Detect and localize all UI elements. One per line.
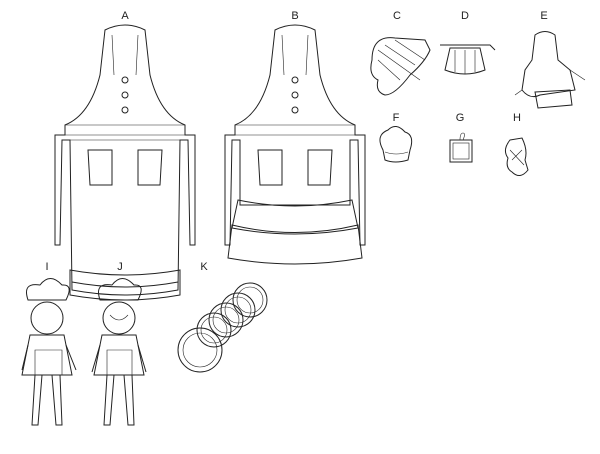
child-apron-e-drawing [514, 31, 586, 109]
oven-mitt-c-drawing [370, 37, 431, 96]
label-e: E [540, 10, 548, 22]
label-d: D [461, 10, 469, 22]
label-g: G [455, 112, 465, 124]
label-b: B [291, 10, 299, 22]
label-j: J [117, 261, 123, 273]
label-i: I [45, 261, 49, 273]
chef-hat-f-drawing [379, 126, 413, 163]
apron-b-drawing [224, 24, 366, 265]
label-c: C [393, 10, 401, 22]
apron-a-drawing [54, 24, 196, 301]
label-a: A [121, 10, 129, 22]
small-mitt-h-drawing [504, 137, 529, 176]
label-h: H [513, 112, 521, 124]
label-f: F [392, 112, 400, 124]
coasters-k-drawing [177, 282, 268, 373]
potholder-g-drawing [449, 132, 473, 163]
half-apron-d-drawing [440, 44, 496, 75]
label-k: K [200, 261, 208, 273]
doll-j-drawing [91, 278, 147, 426]
doll-i-drawing [21, 278, 77, 426]
